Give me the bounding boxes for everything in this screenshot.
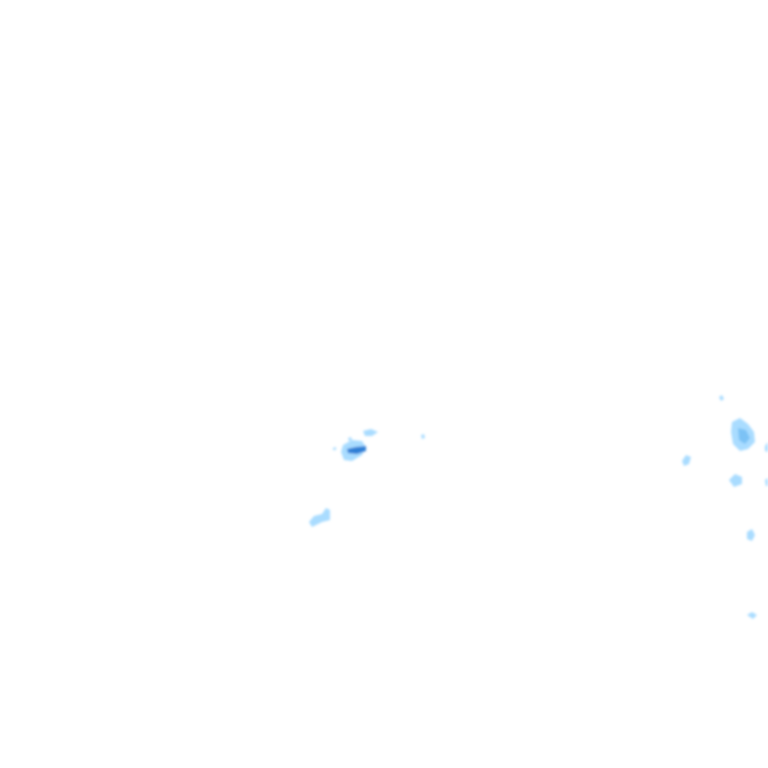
echo-cluster-center-core bbox=[347, 446, 366, 454]
echo-right-speck-top bbox=[719, 395, 724, 401]
echo-right-small-2 bbox=[729, 474, 742, 487]
echo-right-small-1 bbox=[682, 455, 691, 466]
echo-cluster-center-top bbox=[363, 429, 378, 436]
echo-center-right-speck bbox=[421, 434, 425, 439]
echo-cluster-right-large-core bbox=[738, 428, 750, 444]
echo-right-edge-2 bbox=[765, 478, 768, 486]
echo-cluster-lower-left bbox=[309, 508, 330, 527]
echo-right-edge-1 bbox=[765, 442, 768, 452]
echo-right-small-4 bbox=[747, 612, 757, 619]
echo-cluster-center-speck2 bbox=[333, 447, 336, 450]
echo-cluster-center-speck bbox=[348, 437, 352, 441]
echo-right-small-3 bbox=[747, 529, 755, 541]
